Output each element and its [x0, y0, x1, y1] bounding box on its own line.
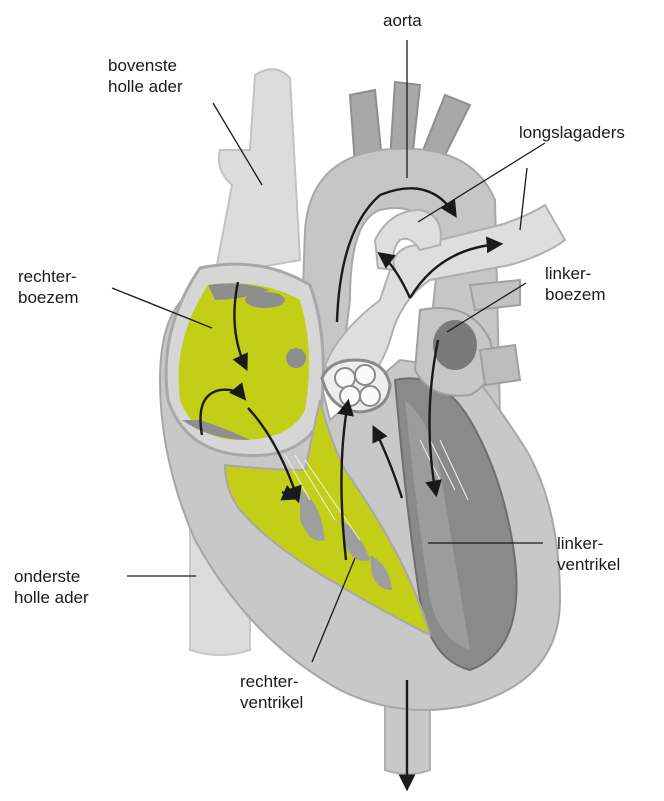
label-rechterboezem-line1: rechter-	[18, 266, 78, 287]
label-bovenste-line2: holle ader	[108, 76, 183, 97]
label-linkerboezem-line1: linker-	[545, 263, 605, 284]
label-rechterboezem-line2: boezem	[18, 287, 78, 308]
label-onderste-line1: onderste	[14, 566, 89, 587]
label-longslagaders-text: longslagaders	[519, 122, 625, 143]
label-rechterboezem: rechter- boezem	[18, 266, 78, 308]
label-linkerventrikel-line2: ventrikel	[557, 554, 620, 575]
label-longslagaders: longslagaders	[519, 122, 625, 143]
label-rechterventrikel-line1: rechter-	[240, 671, 303, 692]
label-onderste-line2: holle ader	[14, 587, 89, 608]
label-bovenste-holle-ader: bovenste holle ader	[108, 55, 183, 97]
superior-vena-cava	[215, 69, 300, 275]
label-aorta: aorta	[383, 10, 422, 31]
label-onderste-holle-ader: onderste holle ader	[14, 566, 89, 608]
label-aorta-text: aorta	[383, 10, 422, 31]
label-rechterventrikel: rechter- ventrikel	[240, 671, 303, 713]
label-bovenste-line1: bovenste	[108, 55, 183, 76]
label-linkerboezem-line2: boezem	[545, 284, 605, 305]
label-linkerventrikel-line1: linker-	[557, 533, 620, 554]
label-linkerventrikel: linker- ventrikel	[557, 533, 620, 575]
label-linkerboezem: linker- boezem	[545, 263, 605, 305]
label-rechterventrikel-line2: ventrikel	[240, 692, 303, 713]
